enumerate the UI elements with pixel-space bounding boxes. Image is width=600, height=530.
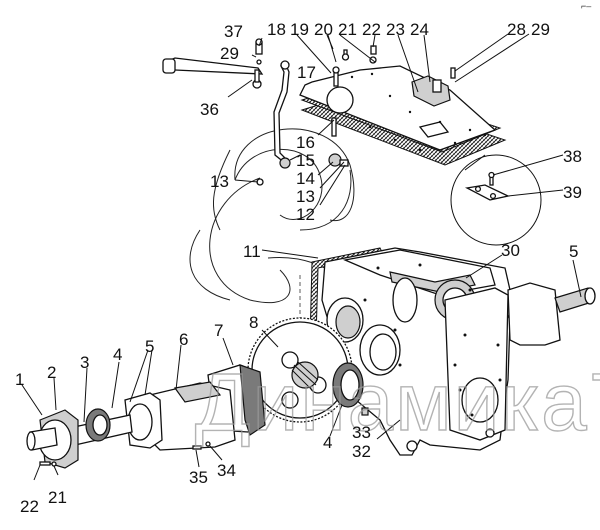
callout-2: 2 bbox=[47, 363, 56, 382]
callout-labels: 1 2 3 4 5 6 7 8 4 33 32 35 34 22 21 11 3… bbox=[15, 20, 582, 516]
callout-20: 20 bbox=[314, 20, 333, 39]
callout-22: 22 bbox=[362, 20, 381, 39]
callout-39: 39 bbox=[563, 183, 582, 202]
callout-13: 13 bbox=[296, 187, 315, 206]
callout-32: 32 bbox=[352, 442, 371, 461]
callout-34: 34 bbox=[217, 461, 236, 480]
callout-3: 3 bbox=[80, 353, 89, 372]
callout-29-right: 29 bbox=[531, 20, 550, 39]
callout-23: 23 bbox=[386, 20, 405, 39]
input-shaft-assembly bbox=[26, 364, 266, 469]
oil-tube bbox=[273, 64, 291, 164]
callout-28: 28 bbox=[507, 20, 526, 39]
callout-7: 7 bbox=[214, 321, 223, 340]
plate-holes bbox=[350, 72, 487, 152]
lock-plate bbox=[464, 184, 510, 201]
callout-15: 15 bbox=[296, 151, 315, 170]
cover-plate-window bbox=[418, 121, 450, 138]
fittings bbox=[256, 153, 349, 186]
callout-30: 30 bbox=[501, 241, 520, 260]
callout-8: 8 bbox=[249, 313, 258, 332]
callout-5-right: 5 bbox=[569, 242, 578, 261]
top-cover-assembly bbox=[299, 45, 507, 166]
callout-22-bottom: 22 bbox=[20, 497, 39, 516]
callout-19: 19 bbox=[290, 20, 309, 39]
callout-21-bottom: 21 bbox=[48, 488, 67, 507]
shift-boss bbox=[432, 79, 442, 93]
callout-4-center: 4 bbox=[323, 433, 332, 452]
callout-5: 5 bbox=[145, 337, 154, 356]
gearbox-housing bbox=[299, 247, 511, 456]
housing-bolts bbox=[363, 263, 502, 417]
callout-4: 4 bbox=[113, 345, 122, 364]
callout-33: 33 bbox=[352, 423, 371, 442]
callout-36: 36 bbox=[200, 100, 219, 119]
callout-18: 18 bbox=[267, 20, 286, 39]
callout-29-left: 29 bbox=[220, 44, 239, 63]
callout-17: 17 bbox=[297, 63, 316, 82]
callout-38: 38 bbox=[563, 147, 582, 166]
bearing-center bbox=[332, 362, 364, 408]
output-shaft-right bbox=[507, 282, 596, 346]
detail-circle bbox=[450, 154, 542, 246]
leader-lines bbox=[21, 33, 582, 481]
callout-35: 35 bbox=[189, 468, 208, 487]
cover-plate-ring bbox=[326, 86, 354, 114]
callout-12: 12 bbox=[296, 205, 315, 224]
callout-11: 11 bbox=[243, 242, 261, 261]
callout-16: 16 bbox=[296, 133, 315, 152]
stud bbox=[331, 117, 337, 137]
callout-21: 21 bbox=[338, 20, 357, 39]
corner-mark: ⌐– bbox=[581, 1, 591, 11]
breather-pipe bbox=[162, 38, 291, 164]
watermark: Динамика76 bbox=[195, 357, 600, 448]
callout-1: 1 bbox=[15, 370, 24, 389]
callout-24: 24 bbox=[410, 20, 429, 39]
callout-13-left: 13 bbox=[210, 172, 229, 191]
plate-bolts bbox=[332, 45, 456, 87]
gear bbox=[247, 317, 353, 423]
callout-6: 6 bbox=[179, 330, 188, 349]
callout-37: 37 bbox=[224, 22, 243, 41]
callout-14: 14 bbox=[296, 169, 315, 188]
